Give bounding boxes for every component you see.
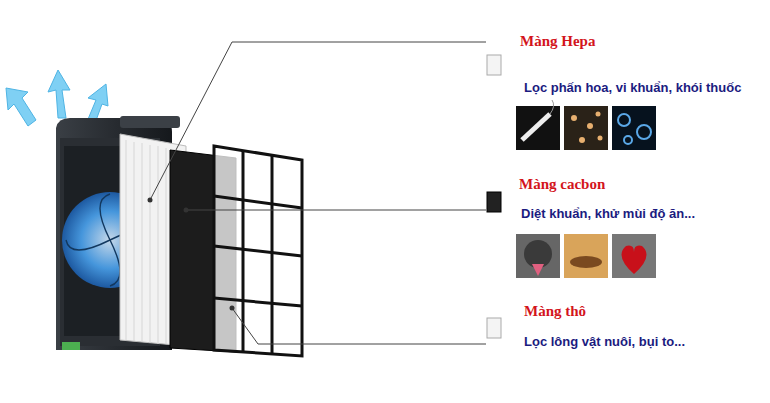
- filter-title: Màng Hepa: [520, 33, 595, 50]
- filter-description: Lọc lông vật nuôi, bụi to...: [524, 335, 685, 349]
- filter-description: Lọc phấn hoa, vi khuẩn, khói thuốc: [524, 81, 741, 95]
- filter-description: Diệt khuẩn, khử mùi độ ăn...: [521, 207, 695, 221]
- filter-title: Màng thô: [524, 303, 586, 320]
- filter-title: Màng cacbon: [519, 176, 605, 193]
